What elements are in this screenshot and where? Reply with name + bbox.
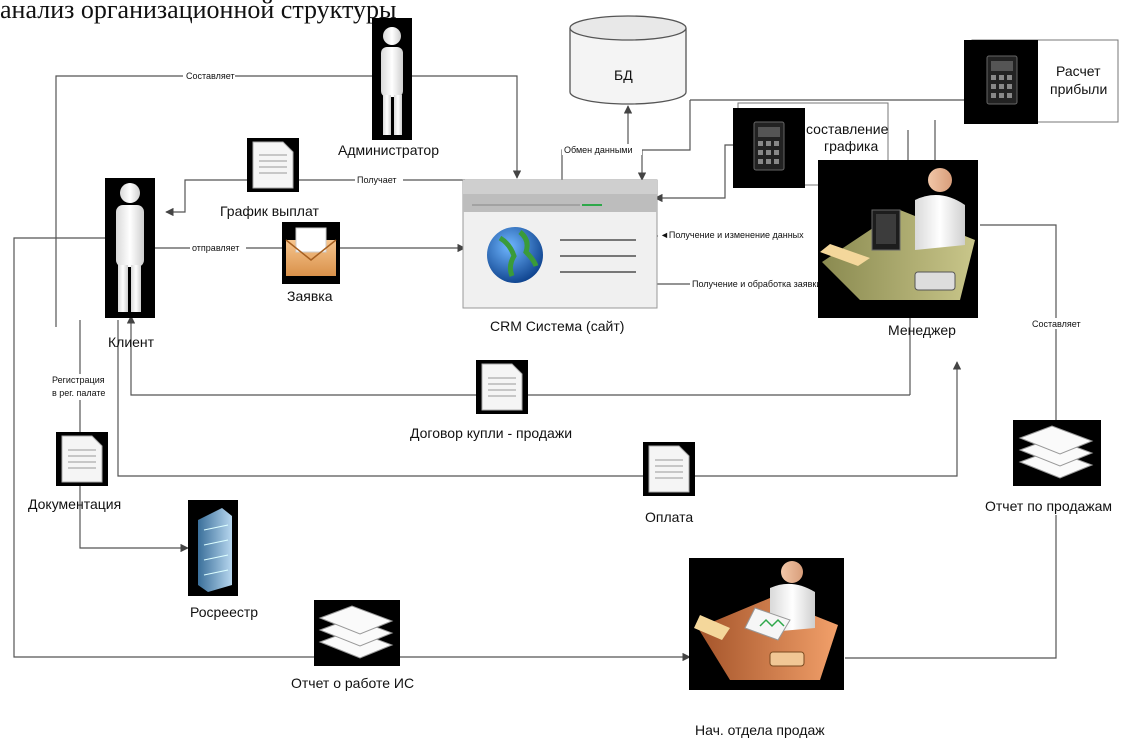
documentation-label: Документация <box>28 496 121 512</box>
database-icon <box>569 15 687 105</box>
edge-payment <box>117 320 962 477</box>
label-sends: отправляет <box>192 243 239 253</box>
edge-schedule-calc <box>654 144 735 203</box>
label-composes-2: Составляет <box>1032 319 1081 329</box>
database-label: БД <box>614 67 633 83</box>
contract-label: Договор купли - продажи <box>410 425 572 441</box>
label-get-process-request: Получение и обработка заявки <box>692 279 821 289</box>
client-label: Клиент <box>108 334 155 350</box>
label-composes-1: Составляет <box>186 71 235 81</box>
crm-label: CRM Система (сайт) <box>490 318 624 334</box>
head-sales-figure <box>689 558 844 690</box>
is-report-stack-icon <box>314 600 400 666</box>
edge-receives <box>165 179 465 217</box>
profit-calc-label-1: Расчет <box>1056 63 1101 79</box>
is-report-label: Отчет о работе ИС <box>291 675 414 691</box>
payment-label: Оплата <box>645 509 693 525</box>
head-sales-label: Нач. отдела продаж <box>695 722 825 738</box>
crm-window <box>462 179 658 309</box>
edge-composes-admin <box>55 75 522 327</box>
payment-doc-icon <box>643 442 695 496</box>
profit-calc-box: Расчет прибыли <box>964 39 1119 124</box>
request-envelope-icon <box>282 222 340 284</box>
client-figure <box>105 178 155 318</box>
top-text-fragment: анализ организационной структуры <box>0 0 396 24</box>
sales-report-label: Отчет по продажам <box>985 498 1112 514</box>
schedule-calc-label-2: графика <box>824 138 878 154</box>
manager-label: Менеджер <box>888 322 956 338</box>
profit-calc-label-2: прибыли <box>1050 81 1107 97</box>
label-registration-2: в рег. палате <box>52 388 105 398</box>
calculator-icon <box>753 121 785 171</box>
label-receives: Получает <box>357 175 397 185</box>
label-data-exchange: Обмен данными <box>564 145 633 155</box>
request-label: Заявка <box>287 288 333 304</box>
payment-schedule-label: График выплат <box>220 203 319 219</box>
edge-db-link <box>561 100 691 180</box>
label-get-change-data: ◄Получение и изменение данных <box>660 230 804 240</box>
administrator-figure <box>372 18 412 140</box>
edge-labels: Составляет Получает отправляет Обмен дан… <box>48 70 1082 400</box>
edge-report-head <box>845 515 1057 659</box>
manager-figure <box>818 160 978 318</box>
contract-doc-icon <box>476 360 528 414</box>
payment-schedule-doc-icon <box>247 138 299 192</box>
edges <box>13 75 1057 662</box>
edge-db-profit <box>690 85 966 101</box>
administrator-label: Администратор <box>338 142 439 158</box>
documentation-doc-icon <box>56 432 108 486</box>
sales-report-stack-icon <box>1013 420 1101 486</box>
calculator-icon <box>986 55 1018 105</box>
label-registration-1: Регистрация <box>52 375 105 385</box>
edge-composes-report <box>980 224 1057 425</box>
rosreestr-label: Росреестр <box>190 604 258 620</box>
schedule-calc-label-1: составление <box>806 121 889 137</box>
edge-contract <box>126 315 910 396</box>
rosreestr-building-icon <box>188 500 238 596</box>
